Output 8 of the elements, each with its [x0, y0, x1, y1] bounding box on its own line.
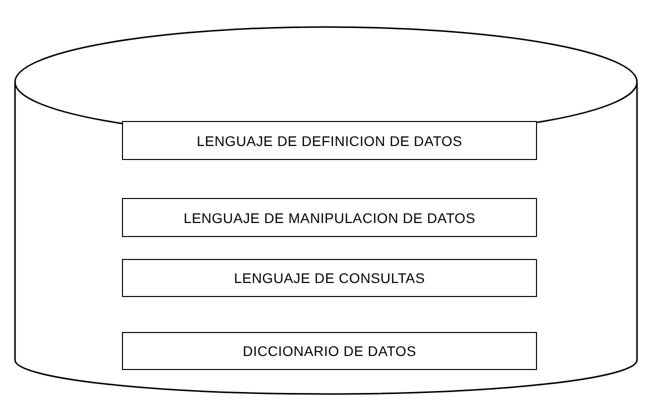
layer-label: LENGUAJE DE CONSULTAS: [234, 270, 425, 286]
layer-label: DICCIONARIO DE DATOS: [242, 343, 416, 359]
layer-box: [122, 332, 537, 370]
layer-label: LENGUAJE DE DEFINICION DE DATOS: [196, 132, 462, 148]
layer-box: [122, 259, 537, 297]
layer-box: [122, 121, 537, 160]
layer-box: [122, 198, 537, 237]
layer-label: LENGUAJE DE MANIPULACION DE DATOS: [184, 210, 476, 226]
